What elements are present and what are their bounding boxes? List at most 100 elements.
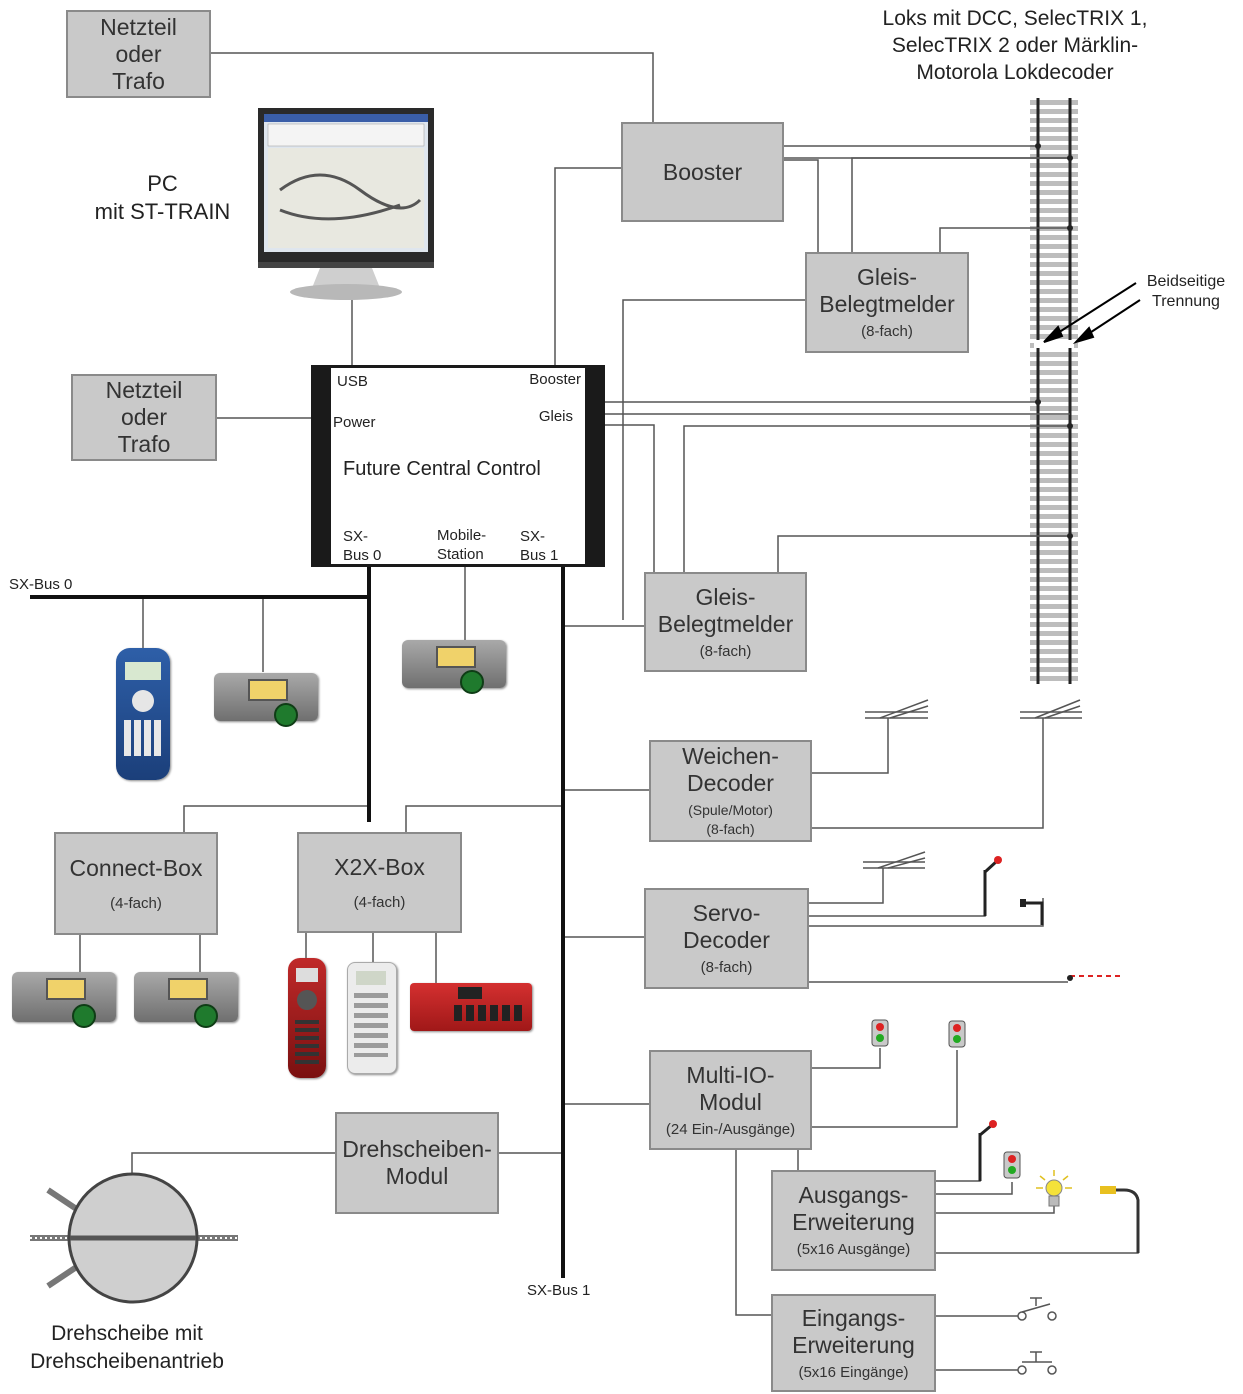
semaphore-signal (983, 856, 1002, 916)
rail-sleeper (1030, 523, 1078, 528)
netzteil-box-top: Netzteil oder Trafo (66, 10, 211, 98)
rail-sleeper (1030, 676, 1078, 681)
rail-sleeper (1030, 271, 1078, 276)
fcc-sx-bus1-port-label: SX- Bus 1 (520, 528, 559, 564)
box-title: Servo- Decoder (683, 900, 770, 953)
rail-sleeper (1030, 199, 1078, 204)
future-central-control: USB Power Booster Gleis Future Central C… (311, 365, 605, 567)
turntable-label: Drehscheibe mit Drehscheibenantrieb (30, 1322, 224, 1373)
box-title: Connect-Box (69, 854, 203, 881)
trennung-arrows (1043, 282, 1141, 344)
gleis-belegtmelder-box-1: Gleis- Belegtmelder (8-fach) (805, 252, 969, 353)
pc-label: PC mit ST-TRAIN (94, 171, 231, 224)
wires (79, 52, 1139, 1371)
rail-sleeper (1030, 640, 1078, 645)
rail-sleeper (1030, 541, 1078, 546)
mobile-station-controller (402, 640, 506, 694)
rail-sleeper (1030, 658, 1078, 663)
gleis-belegtmelder-box-2: Gleis- Belegtmelder (8-fach) (644, 572, 807, 672)
weichen-decoder-box: Weichen- Decoder (Spule/Motor) (8-fach) (649, 740, 812, 842)
fcc-mobile-station-port-label: Mobile- Station (437, 527, 487, 563)
rail-sleeper (1030, 550, 1078, 555)
rail-sleeper (1030, 487, 1078, 492)
rail-sleeper (1030, 190, 1078, 195)
rail-sleeper (1030, 208, 1078, 213)
light-signal (871, 1019, 889, 1047)
red-control-panel (410, 983, 532, 1031)
box-subtitle: (5x16 Eingänge) (798, 1363, 909, 1381)
box-title: Eingangs- Erweiterung (792, 1304, 915, 1358)
box-title: Gleis- Belegtmelder (657, 583, 794, 637)
blue-handheld-controller (116, 648, 170, 780)
sx-bus0-label: SX-Bus 0 (9, 576, 73, 593)
rail-track (1030, 98, 1078, 684)
mobile-station-controller (214, 673, 318, 727)
rail-sleeper (1030, 118, 1078, 123)
box-subtitle: (24 Ein-/Ausgänge) (665, 1120, 796, 1138)
level-crossing-barrier (1067, 975, 1124, 981)
rail-sleeper (1030, 370, 1078, 375)
rail-sleeper (1030, 325, 1078, 330)
box-subtitle: (8-fach) (861, 323, 913, 340)
servo-decoder-box: Servo- Decoder (8-fach) (644, 888, 809, 989)
rail-sleeper (1030, 595, 1078, 600)
street-lamp-symbol (1100, 1186, 1140, 1253)
turntable-symbol (30, 1172, 238, 1304)
box-title: X2X-Box (334, 853, 425, 880)
box-subtitle: (4-fach) (353, 893, 406, 911)
rail-sleeper (1030, 505, 1078, 510)
rail-sleeper (1030, 622, 1078, 627)
fcc-booster-port-label: Booster (529, 371, 581, 388)
rail-sleeper (1030, 172, 1078, 177)
rail-sleeper (1030, 289, 1078, 294)
multi-io-modul-box: Multi-IO- Modul (24 Ein-/Ausgänge) (649, 1050, 812, 1150)
box-title: Ausgangs- Erweiterung (792, 1182, 915, 1235)
rail-sleeper (1030, 532, 1078, 537)
locomotive-decoder-label: Loks mit DCC, SelecTRIX 1, SelecTRIX 2 o… (882, 7, 1148, 84)
box-title: Drehscheiben- Modul (342, 1136, 492, 1189)
fcc-usb-port-label: USB (337, 373, 368, 390)
connect-box: Connect-Box (4-fach) (54, 832, 218, 935)
fcc-title: Future Central Control (343, 458, 541, 480)
rail-sleeper (1030, 514, 1078, 519)
box-title: Booster (662, 158, 743, 185)
box-subtitle: (8-fach) (699, 642, 752, 660)
track-lock-symbol (1020, 899, 1044, 925)
rail-sleeper (1030, 136, 1078, 141)
rail-sleeper (1030, 379, 1078, 384)
bus-lines (30, 567, 565, 1278)
lamp-symbol (1036, 1170, 1072, 1207)
rail-sleeper (1030, 235, 1078, 240)
rail-sleeper (1030, 163, 1078, 168)
rail-sleeper (1030, 388, 1078, 393)
fcc-sx-bus0-port-label: SX- Bus 0 (343, 528, 382, 564)
rail-sleeper (1030, 406, 1078, 411)
rail-sleeper (1030, 460, 1078, 465)
rail-sleeper (1030, 280, 1078, 285)
box-subtitle: (4-fach) (110, 894, 162, 912)
box-title: Weichen- Decoder (682, 743, 779, 796)
mobile-station-controller (12, 972, 116, 1028)
rail-sleeper (1030, 316, 1078, 321)
rail-sleeper (1030, 433, 1078, 438)
rail-sleeper (1030, 496, 1078, 501)
fcc-gleis-port-label: Gleis (538, 408, 573, 425)
box-subtitle: (Spule/Motor) (8-fach) (688, 802, 773, 837)
rail-sleeper (1030, 478, 1078, 483)
push-button-symbol (1017, 1351, 1057, 1375)
turnout-symbols (863, 699, 1082, 869)
booster-box: Booster (621, 122, 784, 222)
rail-sleeper (1030, 109, 1078, 114)
mobile-station-controller (134, 972, 238, 1028)
rail-sleeper (1030, 100, 1078, 105)
rail-sleeper (1030, 577, 1078, 582)
rail-sleeper (1030, 307, 1078, 312)
rail-sleeper (1030, 451, 1078, 456)
box-title: Gleis- Belegtmelder (819, 264, 955, 317)
x2x-box: X2X-Box (4-fach) (297, 832, 462, 933)
light-signal (948, 1020, 966, 1048)
rail-sleeper (1030, 631, 1078, 636)
rail-sleeper (1030, 667, 1078, 672)
